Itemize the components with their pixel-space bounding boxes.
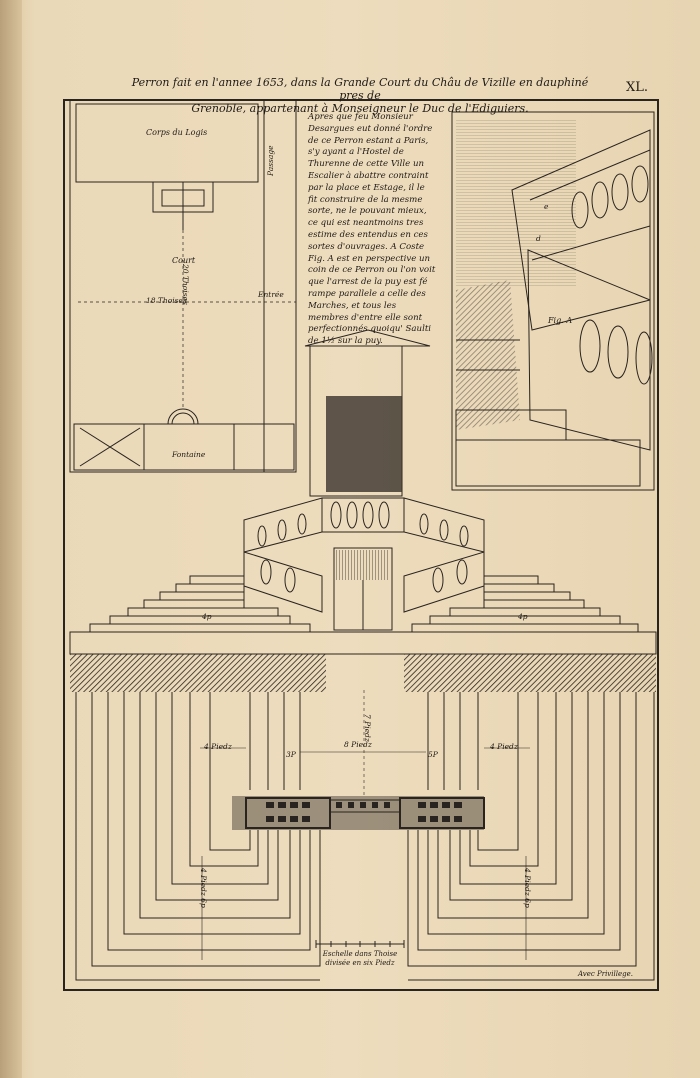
label-center-depth: 7 Piedz bbox=[363, 714, 372, 742]
label-elevation-step-left: 4p bbox=[202, 612, 212, 621]
label-step-3p: 3P bbox=[286, 750, 296, 759]
scale-bar bbox=[315, 940, 405, 948]
binding-gutter bbox=[0, 0, 22, 1078]
label-left-landing: 4 Piedz bbox=[204, 742, 232, 751]
perron-elevation bbox=[69, 329, 657, 692]
label-letter-e: e bbox=[544, 202, 549, 211]
label-entree: Entrée bbox=[258, 290, 284, 299]
court-plan bbox=[69, 99, 297, 473]
stair-plan-right-lines bbox=[407, 692, 655, 981]
label-fontaine: Fontaine bbox=[172, 450, 206, 459]
label-left-run: 4 Piedz 6p bbox=[199, 868, 208, 908]
label-step-5p: 5P bbox=[428, 750, 438, 759]
landing-openings bbox=[266, 802, 462, 822]
plate-title: Perron fait en l'annee 1653, dans la Gra… bbox=[130, 76, 590, 115]
steps-right bbox=[411, 575, 639, 633]
side-balusters bbox=[257, 513, 469, 593]
perspective-figure bbox=[451, 111, 655, 491]
label-court: Court bbox=[172, 256, 196, 265]
plate-description: Apres que feu Monsieur Desargues eut don… bbox=[308, 112, 436, 347]
plate-title-line2: Grenoble, appartenant à Monseigneur le D… bbox=[191, 102, 529, 115]
label-corps-du-logis: Corps du Logis bbox=[146, 128, 208, 137]
plate-border bbox=[63, 99, 659, 991]
plate-number: XL. bbox=[626, 80, 649, 95]
label-passage: Passage bbox=[266, 145, 275, 176]
stair-plan-left-lines bbox=[75, 692, 321, 981]
label-court-width: 18 Thoises bbox=[146, 296, 187, 305]
label-letter-d: d bbox=[536, 234, 541, 243]
steps-left bbox=[89, 575, 311, 633]
privilege-note: Avec Privillege. bbox=[578, 970, 633, 978]
plate-title-line1: Perron fait en l'annee 1653, dans la Gra… bbox=[131, 76, 589, 102]
label-center-width: 8 Piedz bbox=[344, 740, 372, 749]
label-right-landing: 4 Piedz bbox=[490, 742, 518, 751]
label-fig-a: Fig. A bbox=[548, 316, 573, 325]
stair-plan bbox=[75, 690, 655, 981]
label-elevation-step-right: 4p bbox=[518, 612, 528, 621]
perspective-balusters bbox=[571, 165, 653, 385]
label-court-depth: 20 Thoises bbox=[181, 264, 190, 305]
label-right-run: 4 Piedz 6p bbox=[523, 868, 532, 908]
scale-caption: Eschelle dans Thoise divisée en six Pied… bbox=[322, 950, 398, 967]
